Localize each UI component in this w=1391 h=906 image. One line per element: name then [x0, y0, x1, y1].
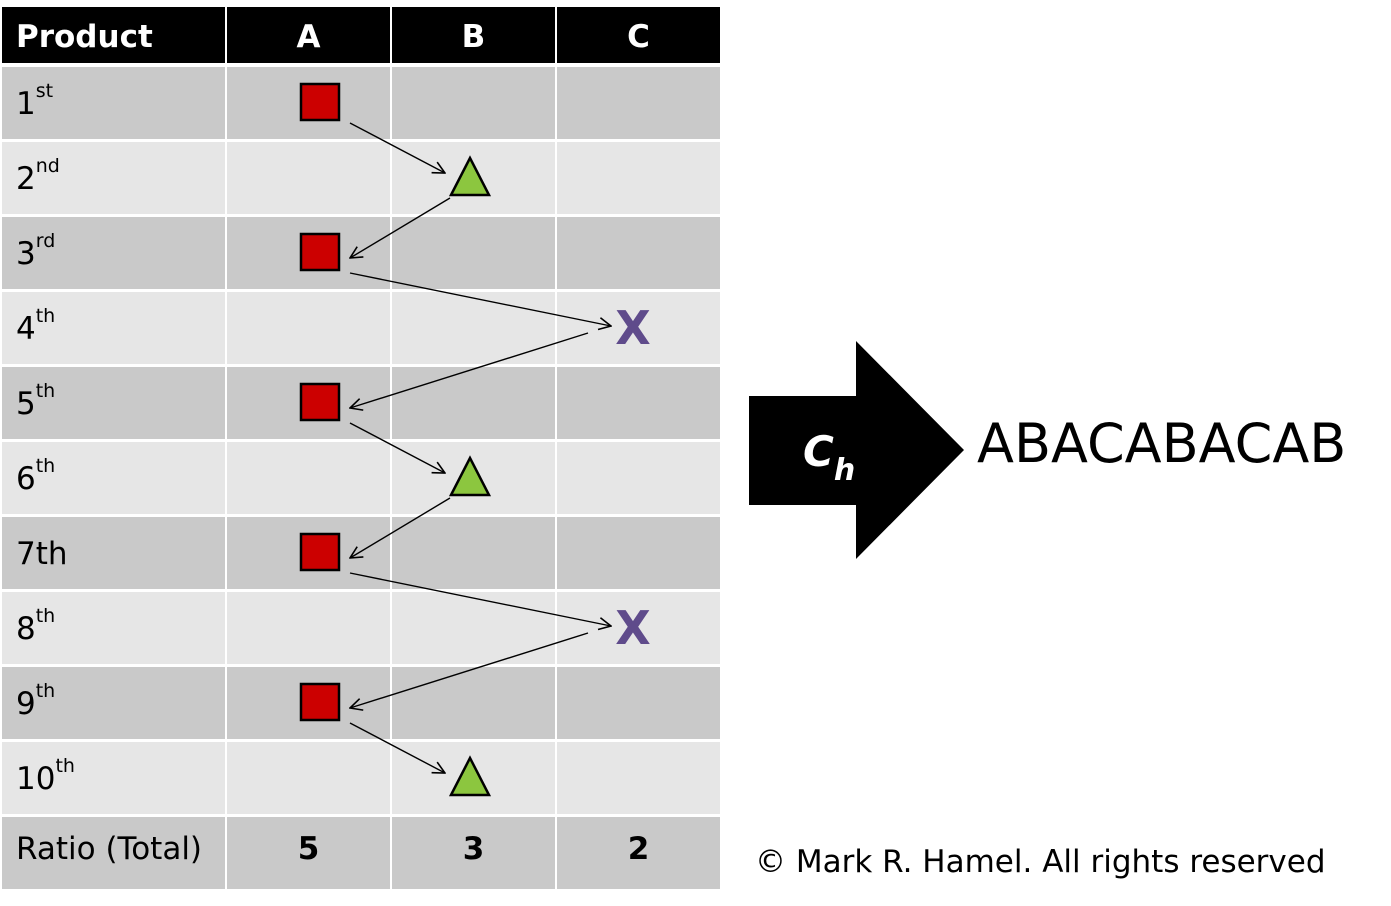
table-cell [557, 217, 720, 289]
row-label: 7th [16, 536, 68, 572]
block-arrow: Ch [749, 341, 964, 559]
table-cell [2, 592, 225, 664]
table-cell [557, 517, 720, 589]
marker-triangle-b [448, 155, 492, 197]
table-cell [557, 442, 720, 514]
row-label: 3rd [16, 230, 55, 272]
block-arrow-shape [749, 341, 964, 559]
total-cell [227, 817, 390, 889]
sequence-arrow [349, 422, 445, 473]
sequence-arrow [350, 497, 451, 558]
sequence-arrow [349, 272, 611, 326]
table-cell [227, 142, 390, 214]
row-label: 5th [16, 380, 55, 422]
table-cell [392, 667, 555, 739]
table-cell [2, 517, 225, 589]
copyright-notice: © Mark R. Hamel. All rights reserved [755, 844, 1326, 880]
row-label: 4th [16, 305, 55, 347]
table-cell [557, 292, 720, 364]
sequence-arrow [349, 722, 445, 773]
marker-square-a [299, 232, 341, 272]
table-cell [392, 217, 555, 289]
row-label: 1st [16, 80, 53, 122]
marker-x-c: X [615, 301, 650, 355]
table-cell [392, 292, 555, 364]
total-label: Ratio (Total) [16, 831, 202, 867]
table-cell [2, 742, 225, 814]
table-cell [2, 292, 225, 364]
marker-square-a [299, 532, 341, 572]
table-cell [2, 442, 225, 514]
total-cell [392, 817, 555, 889]
table-cell [227, 292, 390, 364]
table-cell [557, 142, 720, 214]
row-label: 2nd [16, 155, 60, 197]
table-cell [2, 67, 225, 139]
sequence-arrow [350, 197, 451, 258]
sequence-arrows [349, 122, 611, 773]
table-cell [392, 367, 555, 439]
table-cell [557, 67, 720, 139]
total-value-b: 3 [463, 831, 485, 867]
table-cell [392, 592, 555, 664]
header-cell-product [2, 7, 225, 63]
header-label-c: C [627, 19, 650, 55]
marker-square-a [299, 82, 341, 122]
table-cell [227, 592, 390, 664]
sequence-text: ABACABACAB [977, 412, 1346, 475]
table-cell [557, 667, 720, 739]
product-markers: XX [299, 82, 651, 797]
table-cell [557, 592, 720, 664]
total-cell [2, 817, 225, 889]
header-cell-c [557, 7, 720, 63]
table-cell [2, 142, 225, 214]
marker-square-a [299, 682, 341, 722]
row-label: 6th [16, 455, 55, 497]
row-label: 9th [16, 680, 55, 722]
row-label: 10th [16, 755, 75, 797]
header-label-product: Product [16, 19, 153, 55]
header-cell-a [227, 7, 390, 63]
total-value-c: 2 [628, 831, 650, 867]
table-cell [2, 667, 225, 739]
header-label-a: A [297, 19, 321, 55]
table-cell [227, 742, 390, 814]
header-cell-b [392, 7, 555, 63]
table-cell [392, 517, 555, 589]
sequence-arrow [349, 572, 611, 626]
table-cell [557, 367, 720, 439]
marker-square-a [299, 382, 341, 422]
marker-triangle-b [448, 755, 492, 797]
sequence-table: Product A B C 1st 2nd 3rd 4th 5th 6th 7th 8th 9th 10t… [2, 7, 720, 889]
table-cell [392, 67, 555, 139]
marker-triangle-b [448, 455, 492, 497]
sequence-arrow [349, 122, 445, 173]
sequence-arrow [350, 332, 589, 408]
table-cell [227, 442, 390, 514]
marker-x-c: X [615, 601, 650, 655]
sequence-arrow [350, 632, 589, 708]
table-cell [2, 217, 225, 289]
total-value-a: 5 [298, 831, 320, 867]
table-cell [2, 367, 225, 439]
total-cell [557, 817, 720, 889]
table-cell [557, 742, 720, 814]
row-label: 8th [16, 605, 55, 647]
block-arrow-label: Ch [803, 427, 855, 488]
header-label-b: B [462, 19, 486, 55]
